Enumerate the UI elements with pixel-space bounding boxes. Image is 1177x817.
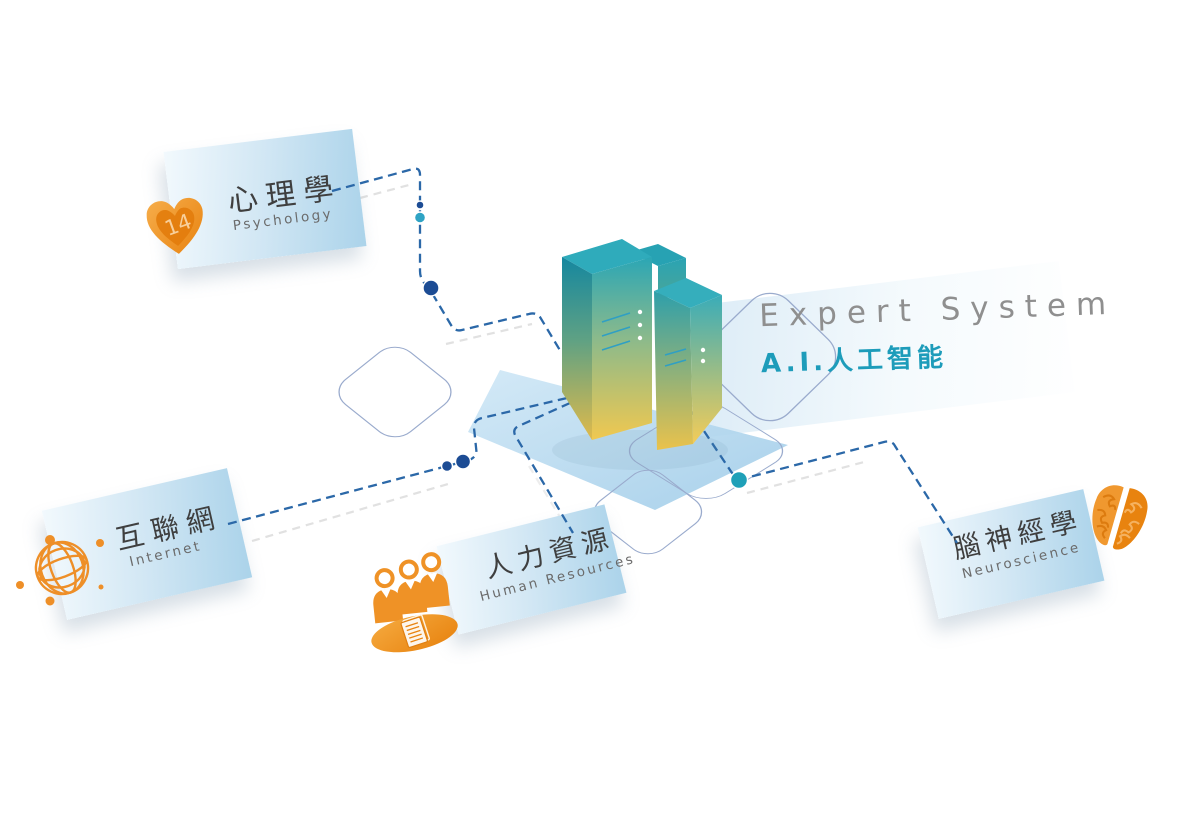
junction-dot-teal — [729, 470, 749, 490]
ground-outline — [703, 292, 837, 422]
junction-dot-navy — [454, 453, 472, 470]
heart-icon: 14 — [146, 197, 203, 254]
center-title-block: Expert System A.I.人工智能 — [759, 286, 1119, 380]
document-glyph — [400, 614, 430, 648]
junction-dots — [413, 200, 749, 490]
connection-line-internet — [227, 396, 568, 526]
person-figures — [373, 552, 450, 624]
people-icon — [371, 552, 458, 653]
connection-line-neuroscience — [687, 406, 958, 544]
ai-server-illustration — [552, 239, 728, 470]
ground-outline — [338, 346, 452, 438]
globe-icon — [16, 535, 104, 606]
junction-dot-navy — [415, 200, 425, 210]
connection-line-psychology — [331, 167, 562, 353]
server-vents — [601, 312, 631, 351]
globe-dots — [16, 535, 104, 606]
brain-icon — [1092, 485, 1148, 550]
junction-dot-teal — [413, 211, 427, 224]
junction-dot-navy — [422, 279, 440, 297]
junction-dot-navy — [440, 459, 454, 473]
ground-outlines — [338, 292, 837, 555]
ground-outline — [593, 469, 703, 555]
server-vents — [664, 348, 687, 367]
ground-platform — [468, 370, 788, 510]
connection-line-human-resources — [513, 401, 574, 534]
